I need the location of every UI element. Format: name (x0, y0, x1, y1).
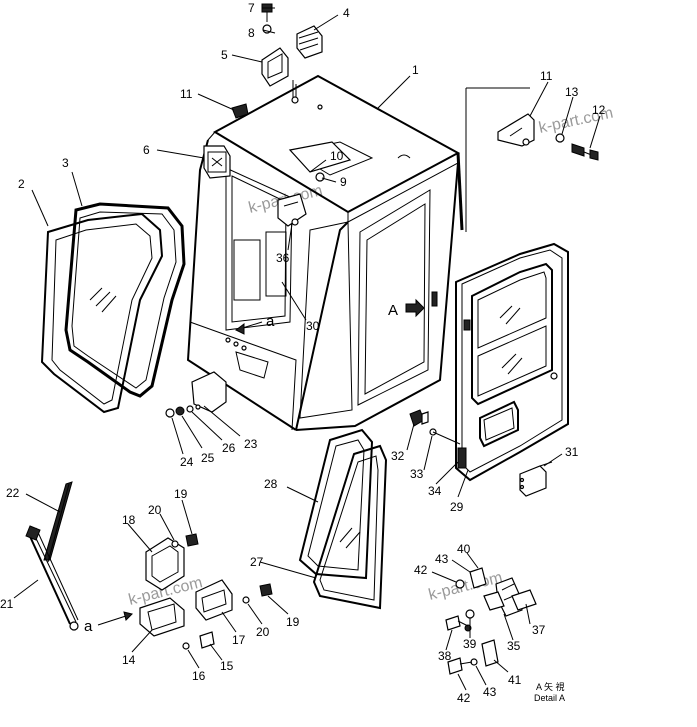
callout-33: 33 (410, 467, 424, 481)
callout-24: 24 (180, 455, 194, 469)
callout-8: 8 (248, 26, 255, 40)
detail-a-caption: A 矢 視 Detail A (534, 681, 565, 703)
callout-19: 19 (286, 615, 300, 629)
callout-3: 3 (62, 156, 69, 170)
roof-bolt-11 (231, 103, 249, 119)
callout-15: 15 (220, 659, 234, 673)
callout-43: 43 (483, 685, 497, 699)
callout-labels: 7 8 4 5 1 11 11 13 12 6 10 9 3 2 36 30 2… (0, 1, 606, 705)
callout-30: 30 (306, 319, 320, 333)
callout-25: 25 (201, 451, 215, 465)
callout-34: 34 (428, 484, 442, 498)
callout-42: 42 (457, 691, 471, 705)
callout-29: 29 (450, 500, 464, 514)
callout-28: 28 (264, 477, 278, 491)
callout-6: 6 (143, 143, 150, 157)
left-window-seal (64, 202, 186, 398)
detail-a-hardware (445, 567, 537, 675)
door-catch-31 (519, 461, 553, 497)
cab-body (186, 74, 464, 431)
ref-a-left-label: a (84, 618, 93, 635)
cab-door (455, 242, 569, 482)
view-arrow-a: A (388, 298, 425, 319)
callout-20: 20 (148, 503, 162, 517)
callout-36: 36 (276, 251, 290, 265)
callout-19: 19 (174, 487, 188, 501)
callout-9: 9 (340, 175, 347, 189)
callout-22: 22 (6, 486, 20, 500)
callout-11: 11 (180, 87, 193, 101)
callout-23: 23 (244, 437, 258, 451)
callout-4: 4 (343, 6, 350, 20)
interior-bracket (277, 141, 352, 227)
leader-lines (13, 7, 601, 691)
callout-5: 5 (221, 48, 228, 62)
wiper-blade (43, 481, 73, 563)
callout-37: 37 (532, 623, 546, 637)
work-lamp-left (203, 145, 231, 179)
roof-lamp-assembly (261, 3, 323, 104)
cover-plate (165, 371, 227, 418)
view-a-label: A (388, 302, 398, 319)
callout-31: 31 (565, 445, 579, 459)
quarter-window-glass (298, 428, 374, 580)
callout-12: 12 (592, 103, 606, 117)
callout-11: 11 (540, 69, 553, 83)
callout-13: 13 (565, 85, 579, 99)
wiper-motor-bracket (139, 533, 273, 650)
door-hinge-hardware (409, 409, 461, 445)
callout-10: 10 (330, 149, 344, 163)
callout-35: 35 (507, 639, 521, 653)
callout-42: 42 (414, 563, 428, 577)
callout-17: 17 (232, 633, 246, 647)
ref-a-cab-label: a (266, 313, 275, 330)
callout-26: 26 (222, 441, 236, 455)
detail-a-caption-jp: A 矢 視 (536, 681, 565, 692)
detail-a-caption-en: Detail A (534, 693, 565, 703)
ref-a-cab: a (235, 313, 275, 335)
callout-20: 20 (256, 625, 270, 639)
left-window-glass (40, 212, 164, 414)
callout-40: 40 (457, 542, 471, 556)
ref-a-left: a (84, 611, 133, 635)
callout-18: 18 (122, 513, 136, 527)
callout-2: 2 (18, 177, 25, 191)
callout-43: 43 (435, 552, 449, 566)
callout-27: 27 (250, 555, 264, 569)
quarter-window-seal (312, 444, 388, 610)
callout-39: 39 (463, 637, 477, 651)
callout-21: 21 (0, 597, 14, 611)
callout-14: 14 (122, 653, 136, 667)
callout-32: 32 (391, 449, 405, 463)
callout-41: 41 (508, 673, 522, 687)
wiper-arm (25, 525, 79, 631)
mirror-stay-right (465, 87, 599, 232)
callout-7: 7 (248, 1, 255, 15)
callout-1: 1 (412, 63, 419, 77)
callout-38: 38 (438, 649, 452, 663)
callout-16: 16 (192, 669, 206, 683)
